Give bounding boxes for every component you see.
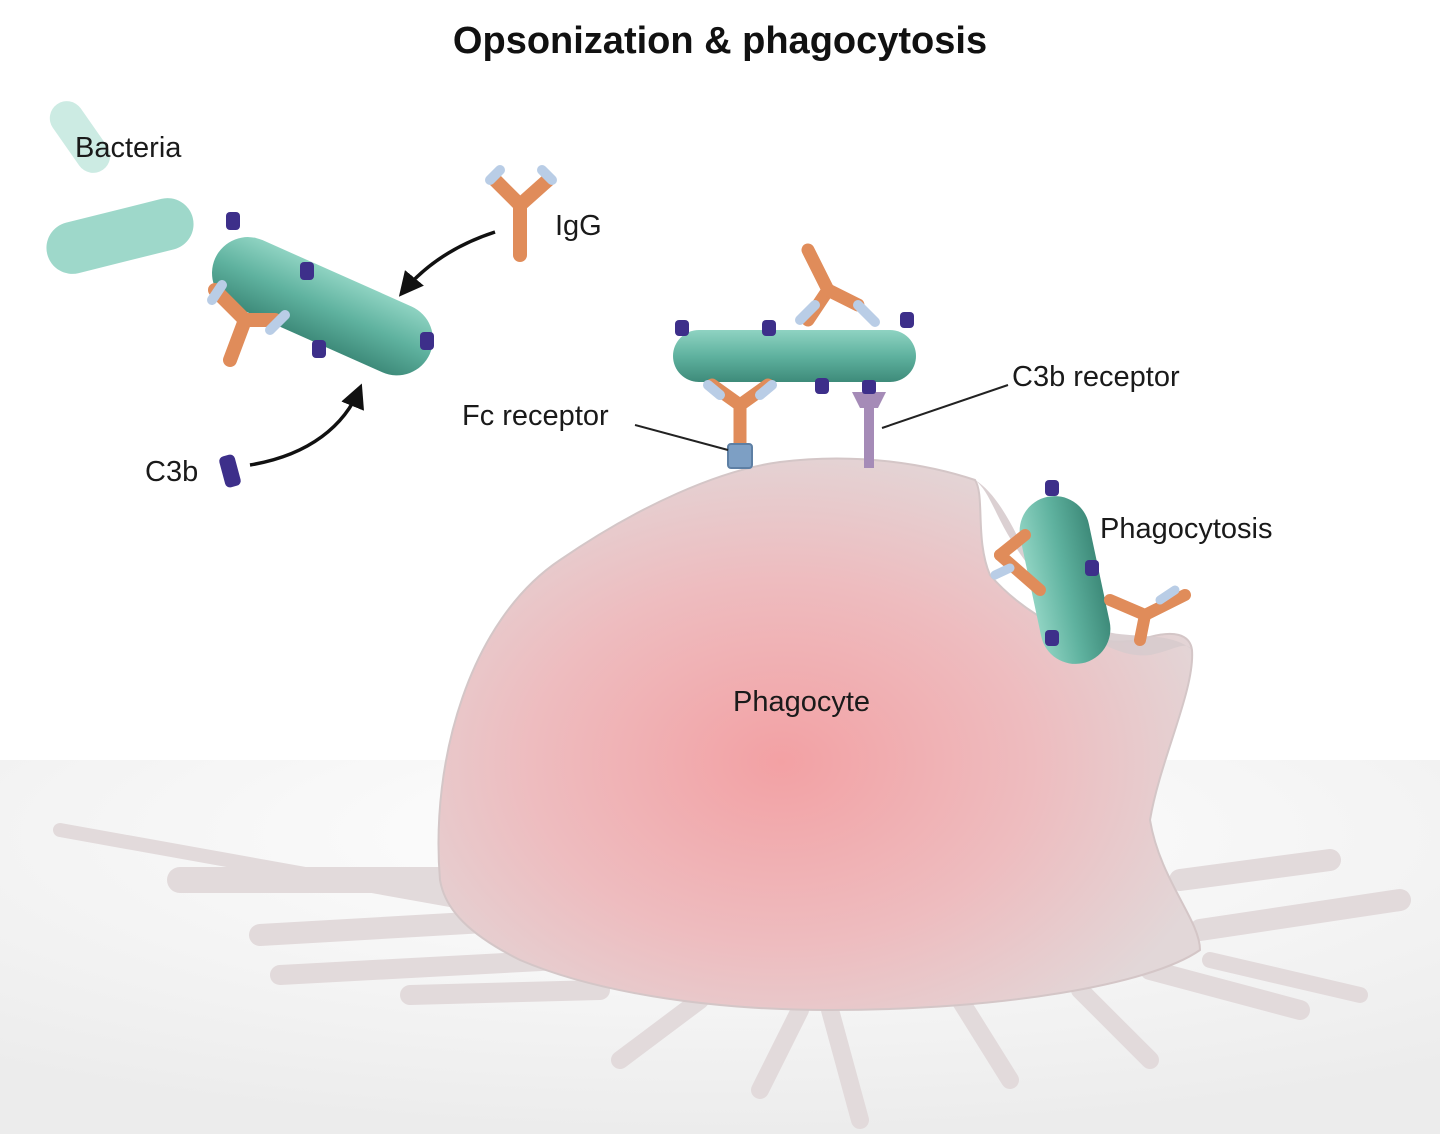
phagocyte-cell-body <box>437 457 1202 1012</box>
leader-c3b-receptor <box>881 384 1009 429</box>
c3b-on-bound-bacterium <box>675 312 914 394</box>
leader-fc-receptor <box>634 424 729 451</box>
fc-receptor <box>727 443 753 469</box>
label-igg: IgG <box>555 210 602 242</box>
arrow-c3b-to-bacterium <box>249 383 364 467</box>
igg-fc-bridge <box>703 378 777 452</box>
label-phagocytosis: Phagocytosis <box>1100 513 1273 545</box>
c3b-free <box>219 454 241 488</box>
igg-antibody-free <box>485 165 557 262</box>
c3b-fragments <box>226 212 434 358</box>
bacterium-engulfed <box>1019 496 1111 664</box>
c3b-on-engulfed-bacterium <box>1045 480 1099 646</box>
bacterium-unopsonized <box>46 198 194 274</box>
c3b-receptor <box>852 380 886 468</box>
igg-on-bound-bacterium <box>795 243 880 327</box>
arrow-igg-to-bacterium <box>398 230 496 297</box>
bacterium-faded <box>49 101 111 173</box>
cell-filaments <box>53 823 1411 1129</box>
igg-antibody-attached <box>207 280 290 367</box>
bacterium-opsonized <box>212 237 433 376</box>
label-bacteria: Bacteria <box>75 132 182 164</box>
igg-on-engulfed-bacterium <box>990 529 1191 646</box>
label-c3b-receptor: C3b receptor <box>1012 361 1180 393</box>
bacterium-bound <box>673 330 916 382</box>
diagram-title: Opsonization & phagocytosis <box>452 20 988 62</box>
label-phagocyte: Phagocyte <box>733 686 871 718</box>
label-c3b: C3b <box>145 456 199 488</box>
label-fc-receptor: Fc receptor <box>462 400 609 432</box>
